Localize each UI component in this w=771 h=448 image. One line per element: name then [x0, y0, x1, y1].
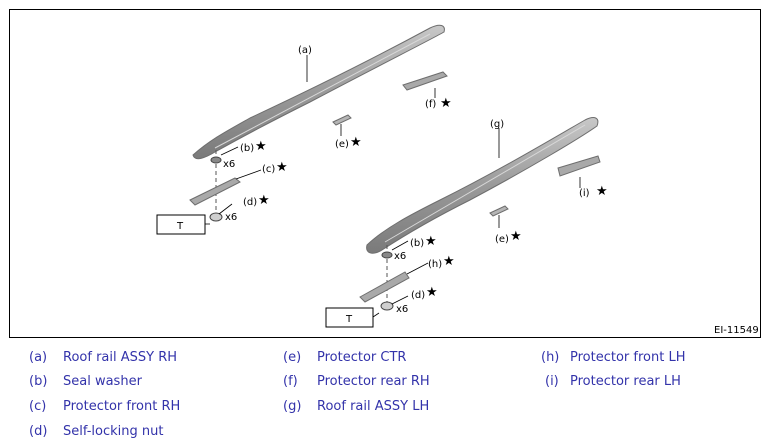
- callout-h: (h): [428, 259, 442, 270]
- legend-text: Protector front RH: [63, 399, 181, 414]
- roof-rail-rh: [192, 24, 445, 160]
- callout-a: (a): [298, 45, 312, 56]
- qty-b-rh: x6: [223, 159, 235, 170]
- star-d-rh: ★: [258, 193, 270, 208]
- callout-d-rh: (d): [243, 197, 257, 208]
- star-c: ★: [276, 160, 288, 175]
- qty-d-rh: x6: [225, 212, 237, 223]
- tool-mark-rh: T: [176, 221, 184, 232]
- legend-code: (h): [541, 350, 560, 365]
- legend-text: Roof rail ASSY LH: [317, 399, 430, 414]
- callout-b-rh: (b): [240, 143, 254, 154]
- legend-text: Roof rail ASSY RH: [63, 350, 178, 365]
- legend-item-h: (h) Protector front LH: [541, 350, 685, 365]
- qty-d-lh: x6: [396, 304, 408, 315]
- legend-item-d: (d) Self-locking nut: [29, 424, 163, 439]
- parts-diagram: (a) (f) ★ (e) ★ (b) ★ x6 (c) ★ (d) ★ x6 …: [9, 9, 761, 338]
- rh-hardware: [189, 150, 241, 222]
- legend-code: (e): [283, 350, 302, 365]
- figure-id: EI-11549: [714, 325, 759, 336]
- protector-rear-rh: [402, 71, 448, 91]
- callout-f: (f): [425, 99, 436, 110]
- legend-text: Self-locking nut: [63, 424, 164, 439]
- legend-text: Protector rear LH: [570, 374, 681, 389]
- legend-item-f: (f) Protector rear RH: [283, 374, 430, 389]
- callout-e-lower: (e): [495, 234, 509, 245]
- legend-item-g: (g) Roof rail ASSY LH: [283, 399, 429, 414]
- callout-g: (g): [490, 119, 504, 130]
- callout-e-upper: (e): [335, 139, 349, 150]
- lh-hardware: [359, 245, 410, 311]
- callout-d-lh: (d): [411, 290, 425, 301]
- leader-lines: [205, 55, 581, 318]
- star-h: ★: [443, 254, 455, 269]
- tool-box-rh: [156, 214, 206, 235]
- legend-code: (f): [283, 374, 298, 389]
- star-b-rh: ★: [255, 139, 267, 154]
- legend-text: Seal washer: [63, 374, 142, 389]
- legend-code: (c): [29, 399, 47, 414]
- star-f: ★: [440, 96, 452, 111]
- legend-item-a: (a) Roof rail ASSY RH: [29, 350, 177, 365]
- legend-code: (g): [283, 399, 302, 414]
- protector-ctr-upper: [332, 114, 352, 126]
- diagram-canvas: (a) (f) ★ (e) ★ (b) ★ x6 (c) ★ (d) ★ x6 …: [156, 24, 759, 336]
- legend-code: (i): [545, 374, 559, 389]
- protector-rear-lh: [557, 155, 601, 177]
- protector-ctr-lower: [489, 205, 509, 217]
- legend-item-c: (c) Protector front RH: [29, 399, 180, 414]
- legend-text: Protector front LH: [570, 350, 686, 365]
- callout-i: (i): [579, 188, 590, 199]
- legend-code: (d): [29, 424, 48, 439]
- callout-b-lh: (b): [410, 238, 424, 249]
- star-e-lower: ★: [510, 229, 522, 244]
- qty-b-lh: x6: [394, 251, 406, 262]
- legend-code: (a): [29, 350, 48, 365]
- legend-item-i: (i) Protector rear LH: [545, 374, 681, 389]
- legend-text: Protector rear RH: [317, 374, 430, 389]
- roof-rail-lh: [366, 117, 599, 254]
- legend-item-b: (b) Seal washer: [29, 374, 142, 389]
- tool-mark-lh: T: [345, 314, 353, 325]
- star-d-lh: ★: [426, 285, 438, 300]
- star-i: ★: [596, 184, 608, 199]
- legend-item-e: (e) Protector CTR: [283, 350, 406, 365]
- star-b-lh: ★: [425, 234, 437, 249]
- legend-text: Protector CTR: [317, 350, 407, 365]
- callout-c: (c): [262, 164, 275, 175]
- star-e-upper: ★: [350, 135, 362, 150]
- legend-code: (b): [29, 374, 48, 389]
- tool-box-lh: [325, 307, 374, 328]
